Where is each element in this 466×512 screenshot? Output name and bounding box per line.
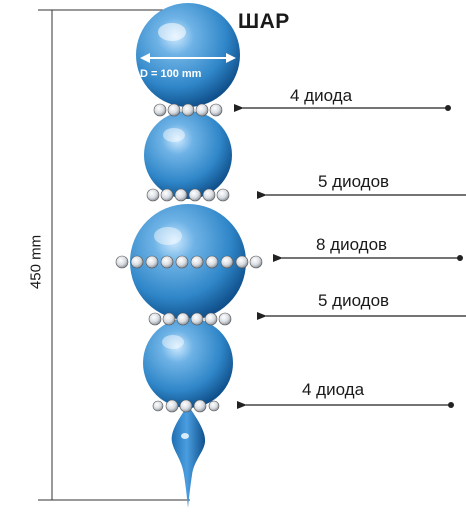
- title: ШАР: [238, 10, 290, 33]
- drop-highlight: [181, 433, 189, 439]
- led-count-label-5: 4 диода: [302, 380, 365, 399]
- led-ring-3: [115, 255, 263, 269]
- led-ring-4: [148, 312, 232, 326]
- led-count-label-2: 5 диодов: [318, 172, 390, 191]
- led-count-label-1: 4 диода: [290, 86, 353, 105]
- diameter-indicator: [140, 53, 236, 63]
- led-count-label-3: 8 диодов: [316, 235, 388, 254]
- led-ring-5: [152, 399, 220, 413]
- led-ring-2: [146, 188, 230, 202]
- ball-2: [144, 111, 232, 199]
- top-ball: [136, 3, 240, 107]
- pointer-arrow-1: [234, 104, 451, 112]
- ball-diameter-label: D = 100 mm: [140, 68, 202, 80]
- led-ring-1: [153, 103, 223, 117]
- ball-4: [143, 318, 233, 408]
- pointer-arrow-3: [273, 254, 463, 262]
- led-count-label-4: 5 диодов: [318, 291, 390, 310]
- drop-icicle: [171, 405, 206, 508]
- pointer-arrow-5: [237, 401, 454, 409]
- height-dimension-label: 450 mm: [27, 234, 45, 290]
